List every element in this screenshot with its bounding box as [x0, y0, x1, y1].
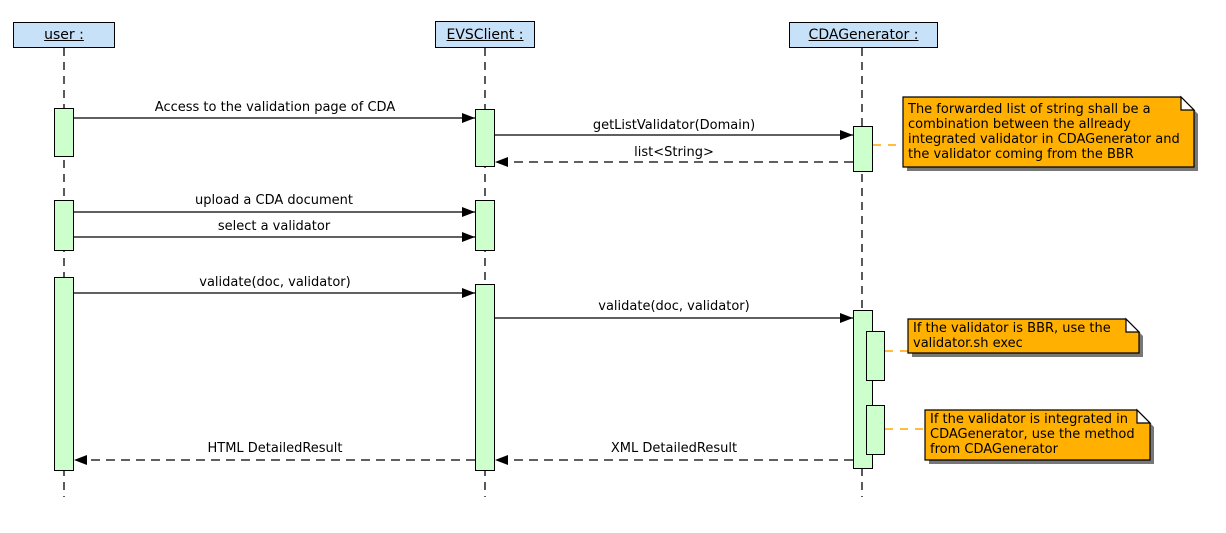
arrowhead-right-icon [840, 313, 853, 323]
activation-cdagenerator-nested-2 [866, 405, 885, 455]
arrowhead-right-icon [840, 130, 853, 140]
activation-cdagenerator-1 [853, 126, 873, 172]
note-line: validator.sh exec [913, 336, 1023, 351]
note-bbr-validator-shape [907, 318, 1140, 354]
lifeline-head-evsclient: EVSClient : [435, 21, 535, 48]
note-bbr-validator: If the validator is BBR, use the validat… [913, 321, 1135, 351]
note-line: If the validator is BBR, use the [913, 321, 1111, 336]
activation-cdagenerator-nested-1 [866, 331, 885, 381]
note-fold-icon [1136, 408, 1152, 424]
activation-user-1 [54, 108, 74, 157]
note-fold-icon [1125, 317, 1141, 333]
activation-evsclient-1 [475, 109, 495, 167]
note-line: the validator coming from the BBR [908, 147, 1134, 162]
message-label-validate-evs: validate(doc, validator) [598, 299, 750, 314]
activation-evsclient-2 [475, 200, 495, 251]
note-forwarded-list: The forwarded list of string shall be a … [908, 102, 1190, 162]
lifeline-head-user: user : [13, 22, 115, 48]
message-label-validate-user: validate(doc, validator) [199, 275, 351, 290]
lifeline-label-evsclient: EVSClient : [446, 26, 524, 43]
activation-user-3 [54, 277, 74, 471]
activation-evsclient-3 [475, 284, 495, 471]
message-label-html-detailedresult: HTML DetailedResult [207, 441, 343, 456]
note-line: If the validator is integrated in [930, 412, 1128, 427]
arrowhead-left-icon [74, 455, 87, 465]
arrowhead-left-icon [495, 157, 508, 167]
arrowhead-right-icon [462, 232, 475, 242]
arrowhead-right-icon [462, 113, 475, 123]
message-label-access-validation: Access to the validation page of CDA [154, 100, 396, 115]
lifeline-label-user: user : [44, 27, 84, 43]
arrowhead-left-icon [495, 455, 508, 465]
note-line: integrated validator in CDAGenerator and [908, 132, 1180, 147]
arrowhead-right-icon [462, 207, 475, 217]
note-line: combination between the allready [908, 117, 1131, 132]
arrowhead-right-icon [462, 288, 475, 298]
message-label-getlistvalidator: getListValidator(Domain) [592, 118, 756, 133]
note-fold-icon [1180, 95, 1196, 111]
activation-user-2 [54, 200, 74, 251]
message-label-list-string: list<String> [634, 145, 714, 160]
note-line: from CDAGenerator [930, 442, 1058, 457]
note-integrated-validator: If the validator is integrated in CDAGen… [930, 412, 1146, 457]
note-forwarded-list-shape [902, 96, 1195, 168]
message-label-upload-cda: upload a CDA document [195, 193, 353, 208]
message-label-select-validator: select a validator [217, 219, 331, 234]
note-line: The forwarded list of string shall be a [908, 102, 1151, 117]
lifeline-label-cdagenerator: CDAGenerator : [808, 27, 919, 43]
note-integrated-validator-shape [924, 409, 1151, 461]
lifeline-head-cdagenerator: CDAGenerator : [789, 22, 938, 48]
note-line: CDAGenerator, use the method [930, 427, 1135, 442]
message-label-xml-detailedresult: XML DetailedResult [610, 441, 738, 456]
